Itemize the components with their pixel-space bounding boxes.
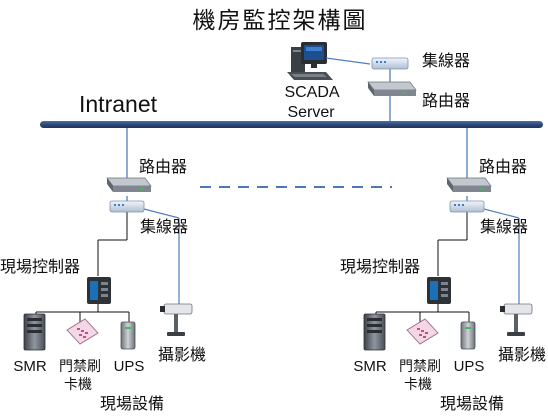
router-icon xyxy=(446,177,492,192)
ups-label: UPS xyxy=(114,358,145,375)
scada-hub-link xyxy=(325,57,371,65)
controller-label: 現場控制器 xyxy=(340,257,420,276)
card-reader-label-line2: 卡機 xyxy=(404,377,432,393)
camera-icon xyxy=(500,303,533,336)
camera-label: 攝影機 xyxy=(498,345,546,364)
ups-label: UPS xyxy=(454,358,485,375)
controller-icon xyxy=(427,277,451,304)
top-router-icon xyxy=(367,81,417,96)
smr-server-icon xyxy=(23,313,46,351)
camera-icon xyxy=(160,303,193,336)
hub-label: 集線器 xyxy=(480,217,528,236)
top-hub-icon xyxy=(371,57,409,70)
smr-label: SMR xyxy=(13,358,47,375)
site-hub-camera-link xyxy=(479,207,520,219)
top-router-label: 路由器 xyxy=(422,91,470,110)
site-hub-camera-link xyxy=(139,207,180,219)
smr-server-icon xyxy=(363,313,386,351)
field-equipment-label: 現場設備 xyxy=(100,394,164,413)
card-reader-icon xyxy=(66,318,99,345)
router-label: 路由器 xyxy=(479,157,527,176)
field-equipment-label: 現場設備 xyxy=(440,394,504,413)
intranet-backbone xyxy=(40,121,543,128)
card-reader-icon xyxy=(406,318,439,345)
top-hub-label: 集線器 xyxy=(422,51,470,70)
diagram-title: 機房監控架構圖 xyxy=(193,8,368,34)
card-reader-label-line1: 門禁刷 xyxy=(59,359,101,375)
controller-label: 現場控制器 xyxy=(0,257,80,276)
router-label: 路由器 xyxy=(139,157,187,176)
hub-label: 集線器 xyxy=(140,217,188,236)
ups-icon xyxy=(120,321,136,350)
scada-label-line2: Server xyxy=(287,104,335,121)
camera-label: 攝影機 xyxy=(158,345,206,364)
ups-icon xyxy=(460,321,476,350)
scada-label-line1: SCADA xyxy=(284,84,339,101)
intranet-label: Intranet xyxy=(79,91,158,117)
card-reader-label-line2: 卡機 xyxy=(64,377,92,393)
scada-server xyxy=(287,42,333,80)
card-reader-label-line1: 門禁刷 xyxy=(399,359,441,375)
hub-icon xyxy=(449,200,485,213)
controller-icon xyxy=(87,277,111,304)
router-icon xyxy=(106,177,152,192)
hub-icon xyxy=(109,200,145,213)
smr-label: SMR xyxy=(353,358,387,375)
